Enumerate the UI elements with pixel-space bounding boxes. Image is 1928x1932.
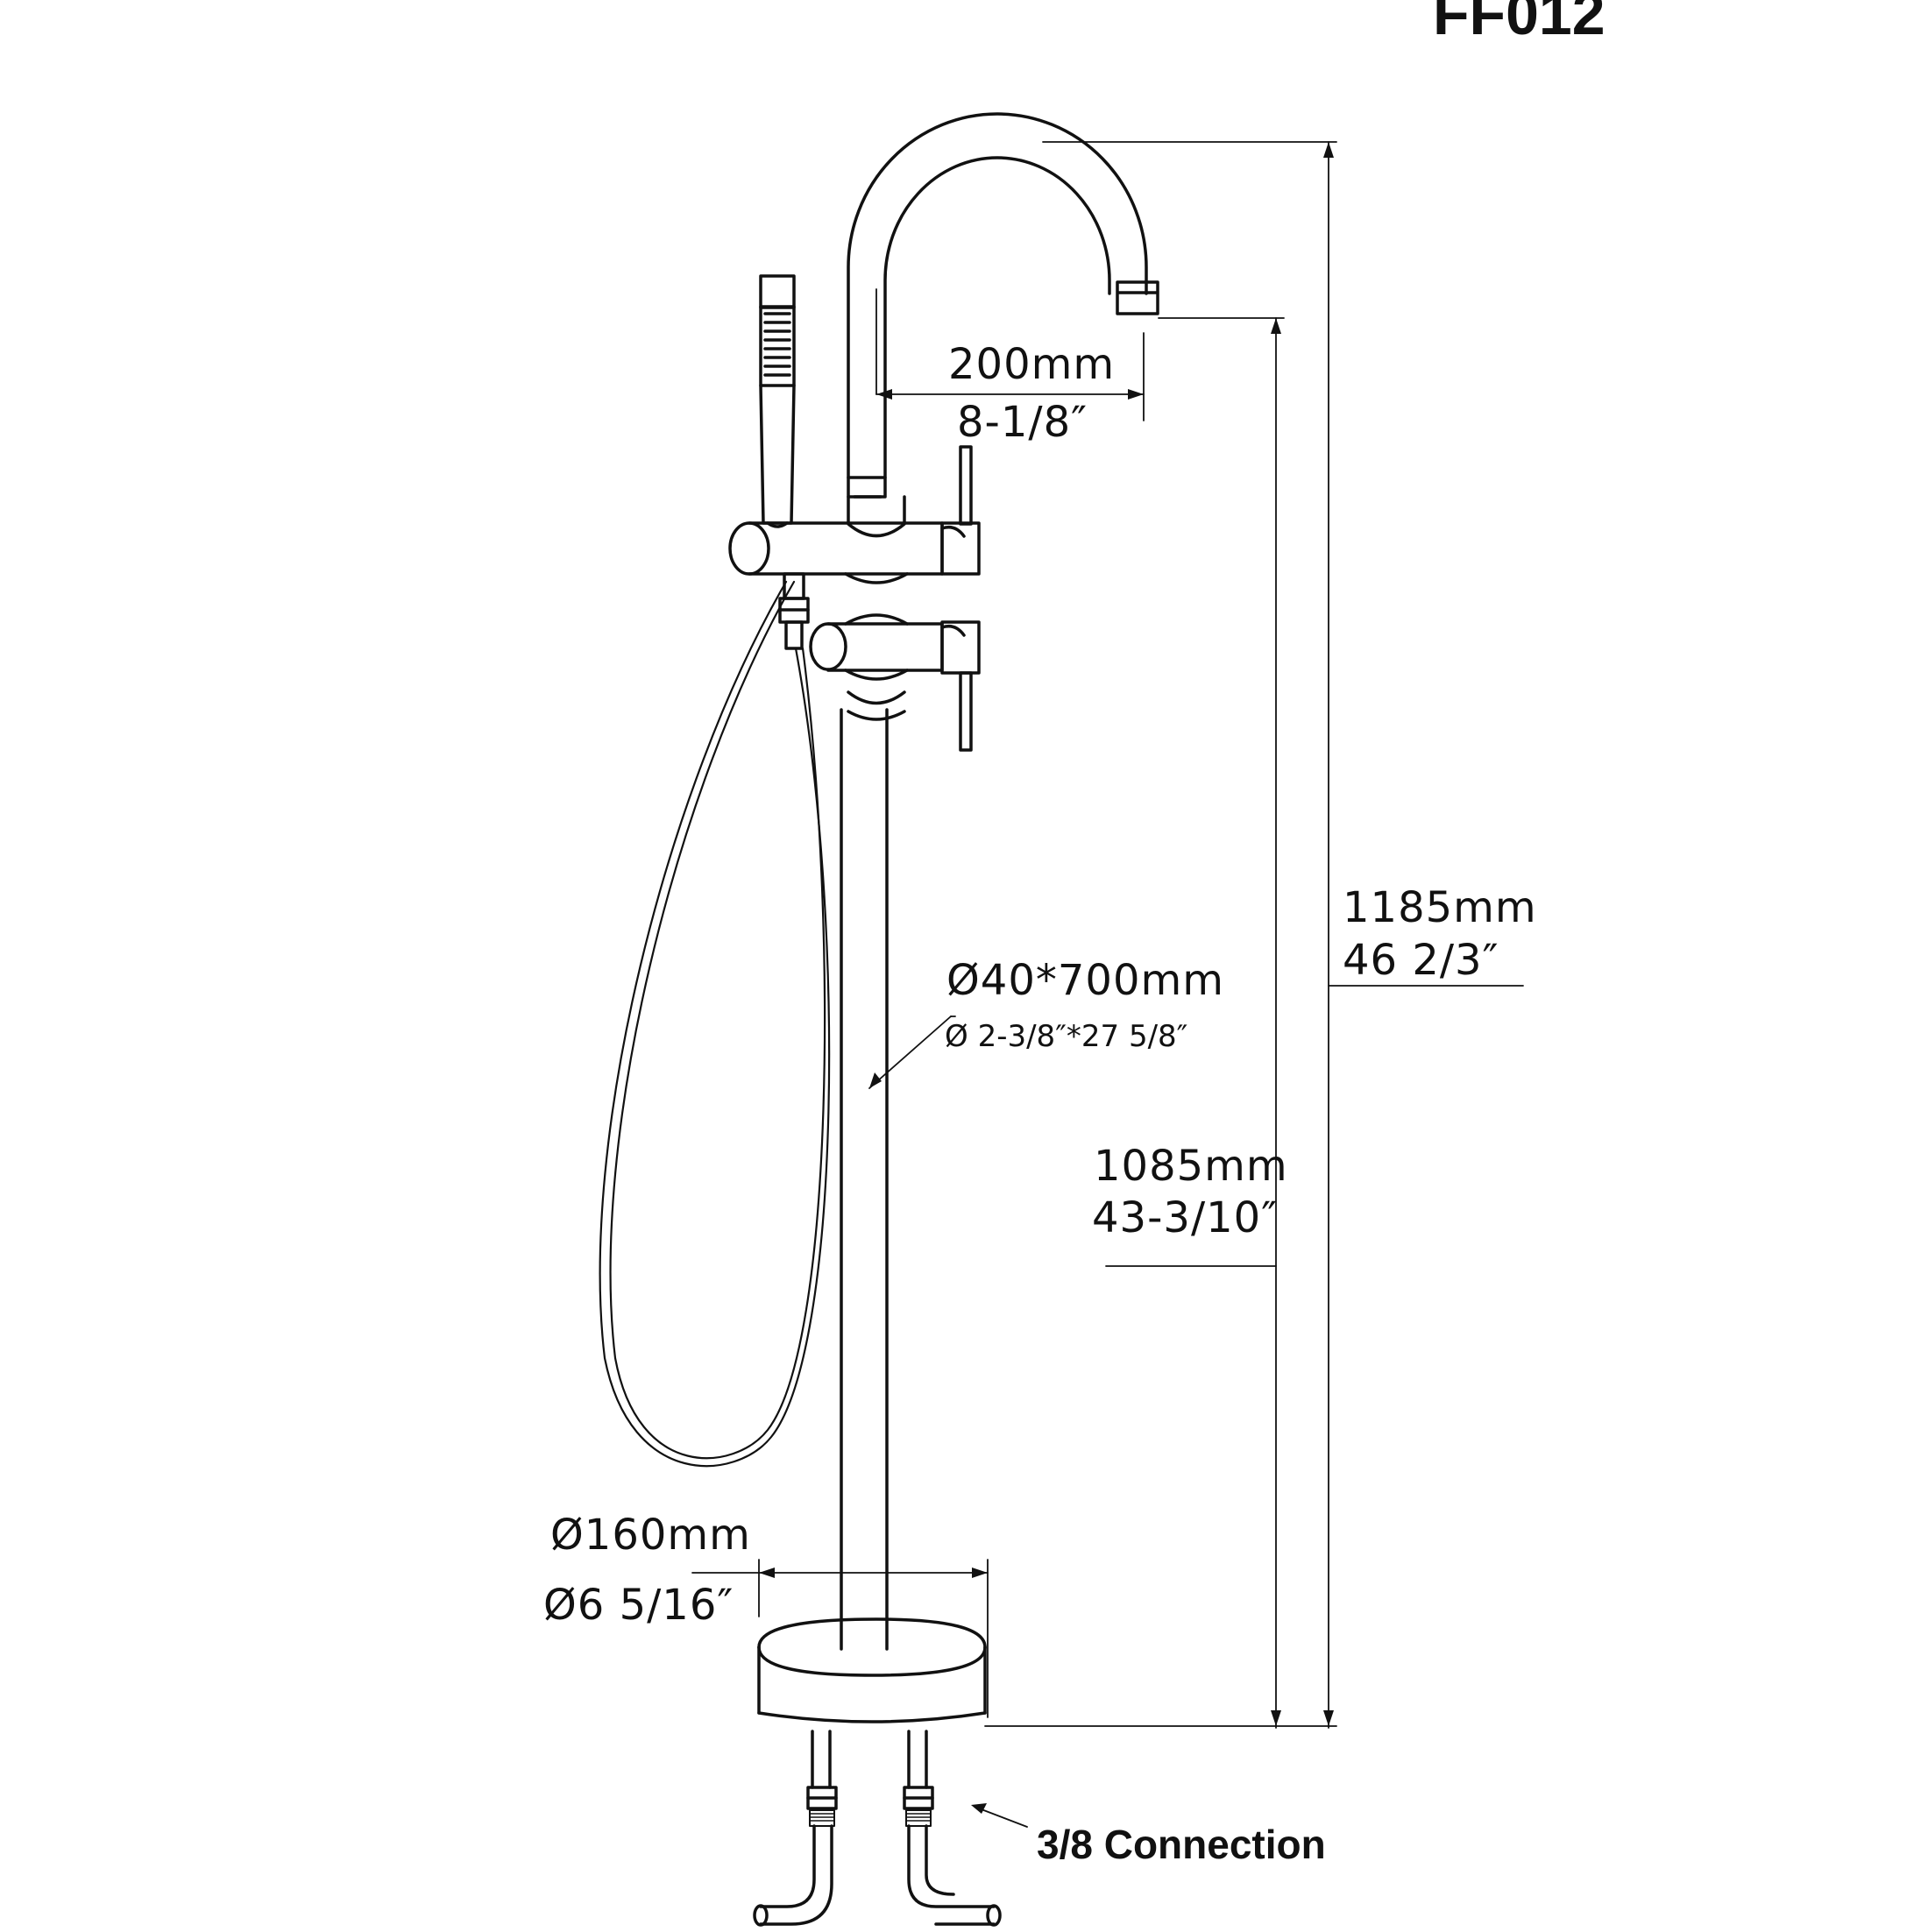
hand-shower xyxy=(759,274,796,528)
model-code: FF012 xyxy=(1433,0,1605,47)
dimension-arrowheads xyxy=(759,142,1334,1814)
pipe-size-mm: Ø40*700mm xyxy=(946,956,1224,1005)
dimension-lines xyxy=(691,141,1524,1828)
pipe-size-in: Ø 2-3/8″*27 5/8″ xyxy=(945,1019,1188,1054)
base-diameter-mm: Ø160mm xyxy=(550,1511,751,1560)
connection-label: 3/8 Connection xyxy=(1037,1822,1326,1867)
spout-reach-mm: 200mm xyxy=(948,340,1116,389)
total-height-in: 46 2/3″ xyxy=(1343,936,1499,985)
riser-pipe xyxy=(840,708,889,1651)
spout-height-mm: 1085mm xyxy=(1094,1142,1288,1191)
gooseneck-spout xyxy=(847,112,1159,479)
supply-connections xyxy=(753,1730,1002,1927)
spout-reach-in: 8-1/8″ xyxy=(957,398,1088,447)
shower-hose xyxy=(599,580,831,1468)
total-height-mm: 1185mm xyxy=(1343,883,1537,932)
base-diameter-in: Ø6 5/16″ xyxy=(543,1581,734,1630)
spout-height-in: 43-3/10″ xyxy=(1092,1193,1279,1242)
mixing-handles xyxy=(940,445,981,752)
floor-base xyxy=(757,1617,987,1723)
